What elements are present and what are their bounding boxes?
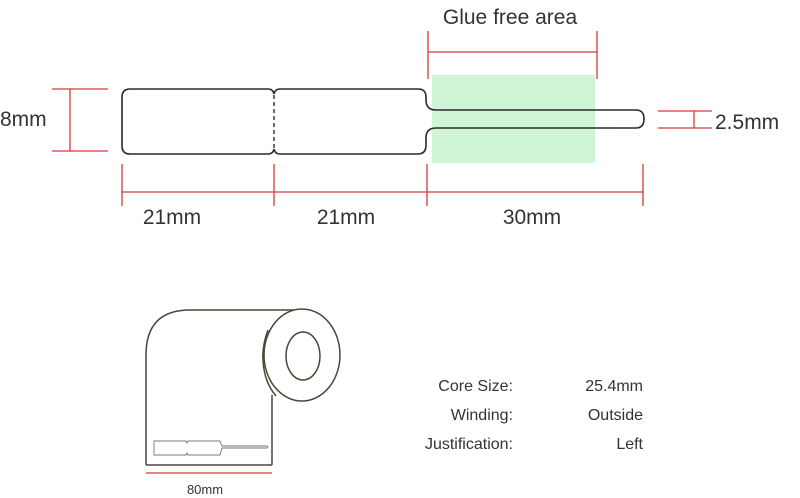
label-roll <box>145 308 341 466</box>
spec-value-justification: Left <box>616 436 643 453</box>
spec-label-justification: Justification: <box>425 436 513 453</box>
tail-height-label: 2.5mm <box>715 111 779 134</box>
width-dimensions <box>121 164 644 206</box>
glue-free-area-label: Glue free area <box>443 6 578 29</box>
mini-label-outline <box>153 440 269 456</box>
glue-free-area-highlight <box>432 75 595 163</box>
label-outline <box>121 88 645 155</box>
spec-label-winding: Winding: <box>451 407 513 424</box>
spec-value-core-size: 25.4mm <box>585 378 643 395</box>
height-label: 8mm <box>0 108 47 131</box>
section-1-label: 21mm <box>143 206 201 229</box>
height-dimension <box>52 88 108 152</box>
glue-free-dimension <box>427 31 598 79</box>
roll-width-label: 80mm <box>187 482 223 497</box>
spec-value-winding: Outside <box>588 407 643 424</box>
section-2-label: 21mm <box>317 206 375 229</box>
spec-label-core-size: Core Size: <box>438 378 513 395</box>
section-3-label: 30mm <box>503 206 561 229</box>
tail-height-dimension <box>658 110 712 129</box>
